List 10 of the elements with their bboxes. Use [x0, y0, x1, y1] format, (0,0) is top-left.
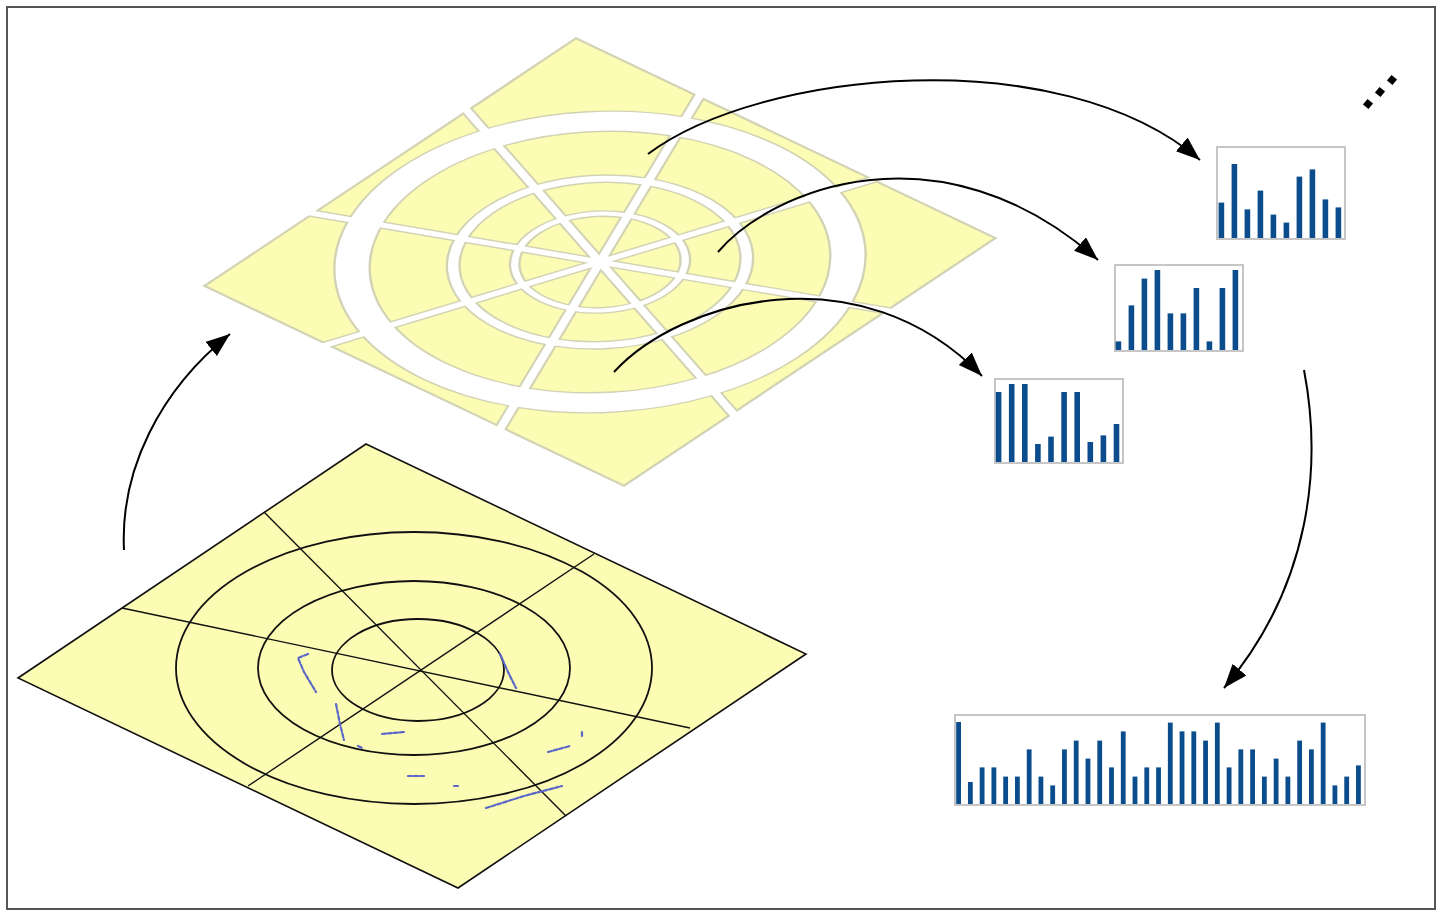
- arrow: [647, 79, 1201, 161]
- arrow: [122, 333, 231, 551]
- concatenated-histogram: [954, 714, 1366, 806]
- histogram: [1216, 146, 1346, 240]
- arrow: [717, 177, 1099, 261]
- polar-grid-illustration: [16, 440, 810, 892]
- histogram: [1114, 264, 1244, 352]
- histogram: [994, 378, 1124, 464]
- arrow: [613, 298, 983, 377]
- arrow: [1223, 369, 1313, 689]
